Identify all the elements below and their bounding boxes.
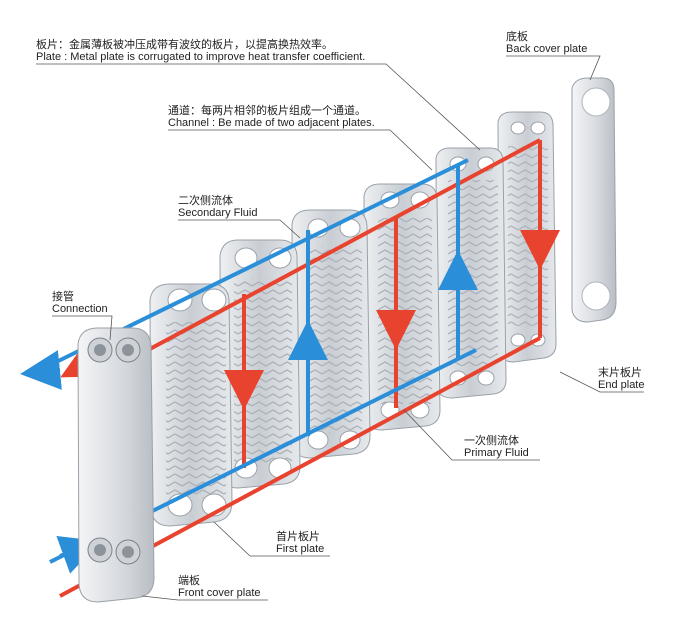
front-cover-plate xyxy=(77,327,155,603)
front-cover-label-zh: 端板 xyxy=(178,574,200,587)
connection-label-en: Connection xyxy=(52,303,108,315)
first-plate-label-zh: 首片板片 xyxy=(276,530,320,543)
back-cover-plate xyxy=(571,77,617,323)
back-cover-label-en: Back cover plate xyxy=(506,43,588,55)
plate-label: 板片：金属薄板被冲压成带有波纹的板片，以提高换热效率。 Plate : Meta… xyxy=(36,38,365,64)
channel-label: 通道：每两片相邻的板片组成一个通道。 Channel : Be made of … xyxy=(168,104,375,130)
channel-label-zh: 通道：每两片相邻的板片组成一个通道。 xyxy=(168,104,366,117)
connection-ports xyxy=(87,337,141,565)
primary-fluid-label-en: Primary Fluid xyxy=(464,447,529,459)
connection-label: 接管 Connection xyxy=(52,290,108,316)
channel-label-en: Channel : Be made of two adjacent plates… xyxy=(168,117,375,129)
front-cover-label-en: Front cover plate xyxy=(178,587,261,599)
back-cover-label: 底板 Back cover plate xyxy=(506,30,587,56)
plate-2-first-plate xyxy=(149,283,233,527)
end-plate-label-zh: 末片板片 xyxy=(598,366,642,379)
connection-label-zh: 接管 xyxy=(52,290,74,303)
end-plate-label: 末片板片 End plate xyxy=(598,366,644,392)
primary-fluid-label-zh: 一次侧流体 xyxy=(464,434,519,447)
end-plate-label-en: End plate xyxy=(598,379,645,391)
back-cover-label-zh: 底板 xyxy=(506,30,528,43)
plate-7 xyxy=(497,111,557,363)
front-cover-label: 端板 Front cover plate xyxy=(178,574,261,600)
plate-label-zh: 板片：金属薄板被冲压成带有波纹的板片，以提高换热效率。 xyxy=(36,38,333,51)
plate-label-en: Plate : Metal plate is corrugated to imp… xyxy=(36,51,366,63)
plate-5 xyxy=(363,183,441,431)
secondary-fluid-label-zh: 二次侧流体 xyxy=(178,194,233,207)
primary-fluid-label: 一次侧流体 Primary Fluid xyxy=(464,434,529,460)
first-plate-label-en: First plate xyxy=(276,543,325,555)
secondary-fluid-label: 二次侧流体 Secondary Fluid xyxy=(178,194,258,220)
secondary-fluid-label-en: Secondary Fluid xyxy=(178,207,258,219)
first-plate-label: 首片板片 First plate xyxy=(276,530,324,556)
leader-lines xyxy=(36,55,644,601)
